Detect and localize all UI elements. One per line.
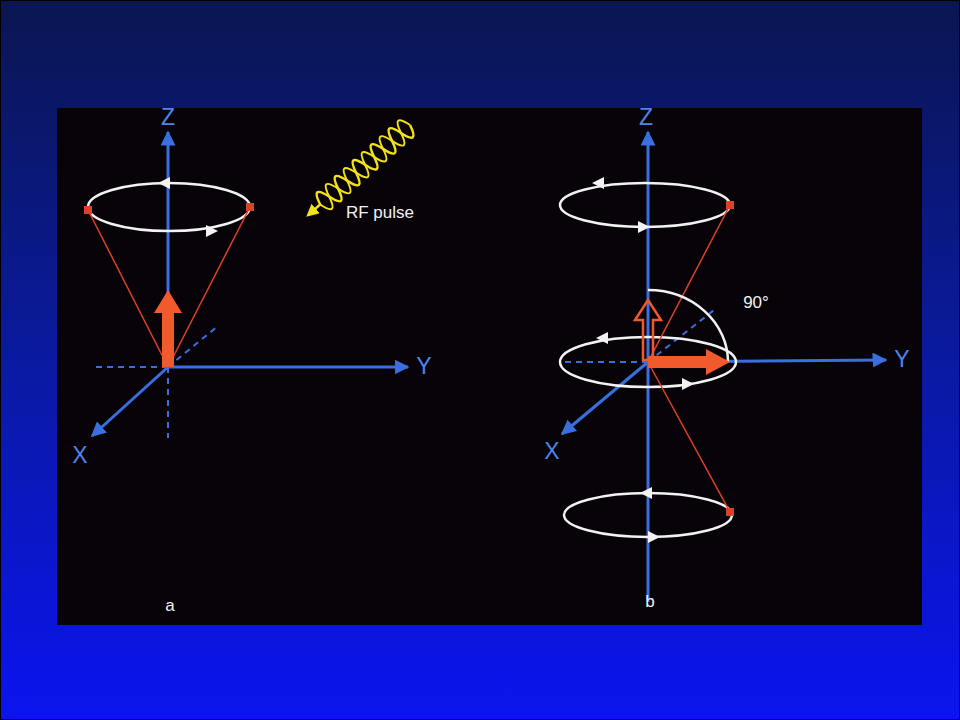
panel-letter: a [165, 597, 174, 616]
spin-dot [726, 201, 734, 209]
cone-line [648, 362, 730, 512]
spin-dot [726, 508, 734, 516]
axis-label: Z [639, 105, 653, 130]
y-axis-negative [95, 366, 168, 368]
z-axis-negative [167, 367, 169, 438]
z-axis-lower [647, 362, 650, 602]
axis-label: X [72, 443, 87, 468]
orbit-direction-arrow [158, 177, 170, 189]
axis-label: Y [894, 347, 909, 372]
axis-label: Z [161, 105, 175, 130]
magnetization-vector [154, 290, 182, 367]
rf-pulse-wave [301, 117, 417, 224]
flipped-magnetization-vector [648, 349, 730, 375]
axis-label: Y [416, 354, 431, 379]
orbit-direction-arrow [648, 531, 660, 543]
z-axis [647, 132, 650, 362]
precession-orbit [564, 493, 732, 537]
orbit-direction-arrow [592, 177, 604, 189]
diagram-b [560, 132, 886, 602]
spin-dot [246, 203, 254, 211]
cone-line [168, 207, 250, 367]
x-axis [562, 362, 648, 434]
orbit-direction-arrow [596, 332, 608, 344]
panel-letter: b [645, 593, 654, 612]
cone-line [648, 205, 730, 362]
precession-orbit [88, 183, 250, 231]
flip-angle-arc [648, 290, 728, 362]
x-axis [92, 367, 168, 436]
angle-label: 90° [743, 294, 769, 313]
orbit-direction-arrow [682, 378, 694, 390]
y-axis-negative [565, 361, 648, 363]
rf-wave-path [313, 117, 417, 213]
precession-orbit [560, 183, 730, 227]
axis-label: X [544, 439, 559, 464]
orbit-direction-arrow [638, 221, 650, 233]
spin-dot [84, 206, 92, 214]
x-axis-negative [168, 326, 218, 367]
precession-orbit [560, 337, 736, 387]
diagram-a [84, 117, 417, 438]
pulse-label: RF pulse [346, 204, 414, 223]
orbit-direction-arrow [206, 225, 218, 237]
cone-line [88, 210, 168, 367]
orbit-direction-arrow [640, 487, 652, 499]
y-axis [168, 366, 408, 369]
original-magnetization-vector [635, 300, 661, 360]
rf-wave-path [301, 117, 417, 224]
